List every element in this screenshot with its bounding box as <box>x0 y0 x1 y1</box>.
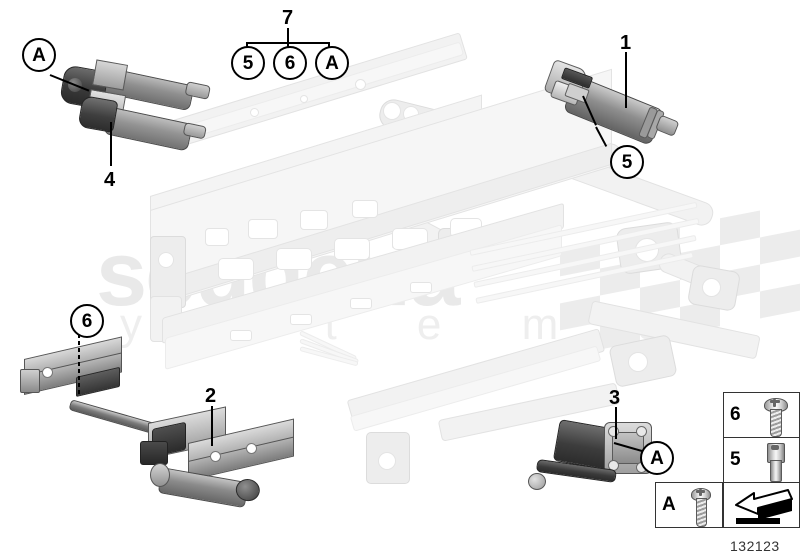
pan-head-tapping-screw-icon <box>762 398 788 437</box>
callout-5-part1[interactable]: 5 <box>610 145 644 179</box>
callout-5-group7[interactable]: 5 <box>231 46 265 80</box>
fastener-legend: 6 5 A <box>655 392 800 532</box>
callout-label: 6 <box>81 310 93 332</box>
leader-part4-number <box>110 122 112 166</box>
watermark-sub-text: y s t e m s <box>120 300 695 349</box>
label-part-4: 4 <box>104 169 116 191</box>
callout-a-part3[interactable]: A <box>640 441 674 475</box>
callout-label: 6 <box>284 52 296 74</box>
callout-label: A <box>32 44 46 66</box>
legend-key-6: 6 <box>730 404 741 425</box>
leader-part2-number <box>211 406 213 446</box>
label-part-3: 3 <box>609 387 621 409</box>
forward-direction-arrow-icon <box>728 487 796 525</box>
label-part-2: 2 <box>205 385 217 407</box>
legend-key-5: 5 <box>730 449 741 470</box>
legend-cell-direction <box>723 482 800 528</box>
part-2-longitudinal-drive-assembly <box>20 336 294 515</box>
callout-label: 5 <box>621 151 633 173</box>
part-1-height-adjustment-motor <box>543 58 680 150</box>
legend-cell-6: 6 <box>723 392 800 438</box>
callout-label: 5 <box>242 52 254 74</box>
callout-a-group7[interactable]: A <box>315 46 349 80</box>
leader-part1-number <box>625 52 627 108</box>
watermark-main-text: scuderia <box>96 223 460 325</box>
part-4-dual-cylinder-actuator <box>58 59 218 162</box>
part-3-backrest-adjustment-motor <box>520 418 652 508</box>
leader-bracket-7-mid <box>287 28 289 50</box>
legend-key-a: A <box>662 494 676 515</box>
callout-label: A <box>325 52 339 74</box>
callout-6-part2[interactable]: 6 <box>70 304 104 338</box>
callout-6-group7[interactable]: 6 <box>273 46 307 80</box>
label-part-1: 1 <box>620 32 632 54</box>
diagram-part-number: 132123 <box>730 538 780 554</box>
legend-cell-5: 5 <box>723 437 800 483</box>
checkered-flag-icon <box>560 203 800 360</box>
leader-part3-number <box>615 407 617 439</box>
label-part-7: 7 <box>282 7 294 29</box>
callout-label: A <box>650 447 664 469</box>
pan-head-machine-screw-icon <box>688 488 714 527</box>
callout-a-part4[interactable]: A <box>22 38 56 72</box>
legend-cell-a: A <box>655 482 723 528</box>
socket-head-cap-screw-icon <box>762 443 788 482</box>
leader-6-to-part2 <box>78 334 80 396</box>
